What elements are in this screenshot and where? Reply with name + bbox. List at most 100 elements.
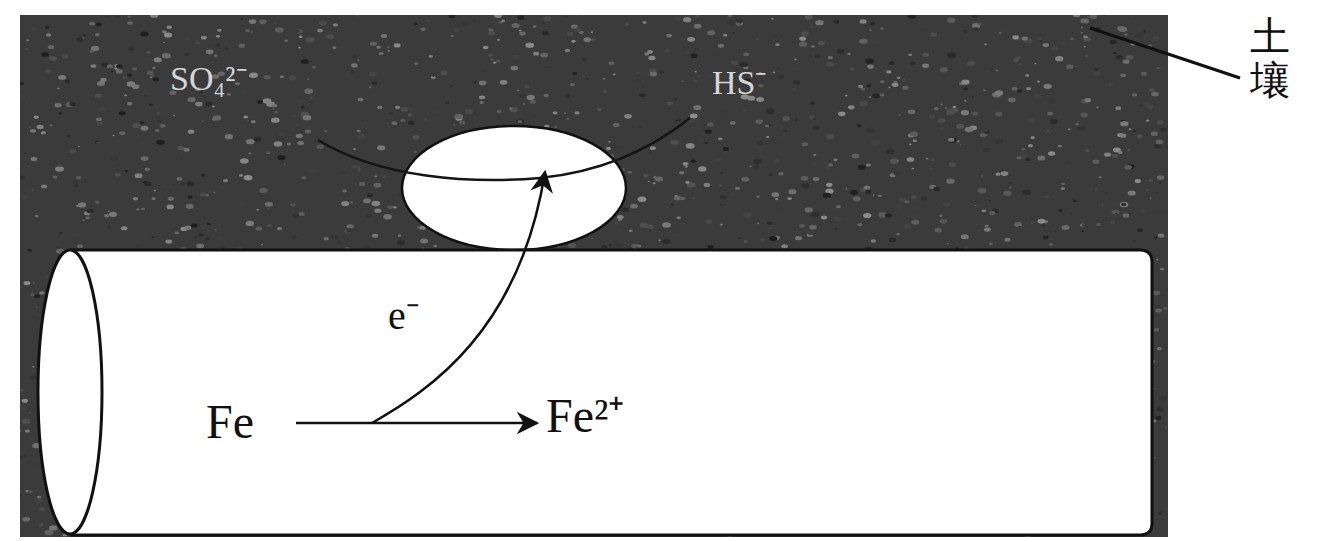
soil-speck	[46, 33, 51, 36]
soil-speck	[1159, 396, 1167, 401]
soil-speck	[940, 219, 948, 224]
soil-speck	[833, 217, 842, 222]
soil-speck	[275, 27, 284, 33]
soil-speck	[517, 119, 524, 124]
soil-speck	[263, 98, 272, 104]
soil-speck	[266, 209, 271, 212]
soil-speck	[591, 31, 594, 33]
soil-speck	[323, 237, 328, 240]
soil-speck	[493, 62, 497, 64]
soil-speck	[1080, 32, 1083, 34]
soil-speck	[267, 224, 272, 227]
soil-speck	[163, 42, 165, 43]
soil-speck	[1087, 16, 1089, 17]
soil-speck	[566, 37, 569, 39]
soil-speck	[1115, 106, 1121, 110]
soil-speck	[1149, 88, 1155, 92]
soil-speck	[960, 144, 962, 145]
soil-speck	[250, 31, 253, 33]
soil-speck	[276, 169, 279, 171]
soil-speck	[365, 213, 372, 217]
soil-speck	[694, 48, 698, 50]
soil-speck	[982, 209, 987, 212]
soil-speck	[1051, 46, 1058, 51]
soil-speck	[284, 164, 286, 165]
soil-speck	[826, 62, 834, 67]
soil-speck	[653, 182, 656, 184]
soil-speck	[1003, 191, 1011, 196]
soil-speck	[136, 208, 139, 210]
soil-speck	[769, 227, 772, 229]
soil-speck	[331, 235, 339, 240]
soil-speck	[124, 94, 127, 96]
soil-speck	[565, 94, 570, 97]
soil-speck	[730, 121, 736, 125]
soil-speck	[427, 20, 431, 22]
soil-speck	[119, 111, 126, 115]
soil-speck	[1156, 416, 1162, 420]
soil-speck	[783, 129, 787, 131]
soil-speck	[683, 17, 691, 22]
soil-speck	[30, 129, 36, 133]
soil-speck	[217, 29, 222, 32]
soil-speck	[195, 41, 200, 44]
soil-speck	[813, 177, 820, 181]
soil-speck	[760, 238, 766, 242]
soil-speck	[1124, 33, 1128, 36]
soil-speck	[147, 71, 154, 75]
soil-speck	[686, 143, 695, 149]
soil-speck	[150, 77, 152, 79]
soil-speck	[929, 176, 938, 181]
soil-speck	[350, 202, 353, 204]
soil-speck	[369, 86, 372, 88]
soil-speck	[301, 59, 309, 64]
soil-speck	[55, 103, 62, 108]
soil-speck	[501, 59, 503, 60]
soil-speck	[107, 64, 113, 68]
soil-speck	[299, 212, 305, 216]
soil-speck	[845, 95, 848, 97]
soil-speck	[1012, 87, 1018, 91]
soil-speck	[408, 114, 413, 117]
soil-speck	[1137, 229, 1142, 232]
soil-speck	[989, 200, 991, 201]
soil-speck	[871, 239, 877, 243]
soil-speck	[134, 173, 142, 178]
soil-speck	[584, 37, 591, 42]
soil-speck	[717, 199, 725, 204]
soil-speck	[1160, 128, 1166, 132]
soil-speck	[1118, 26, 1127, 32]
soil-speck	[821, 216, 827, 220]
soil-speck	[1012, 35, 1019, 39]
soil-speck	[1081, 27, 1083, 28]
soil-speck	[141, 32, 149, 37]
soil-speck	[680, 36, 686, 40]
soil-speck	[984, 227, 991, 231]
soil-speck	[571, 40, 575, 43]
soil-speck	[243, 102, 246, 104]
soil-speck	[1148, 179, 1153, 182]
soil-speck	[324, 130, 327, 132]
soil-speck	[1034, 63, 1036, 64]
soil-speck	[1073, 67, 1075, 68]
soil-speck	[694, 71, 697, 73]
soil-speck	[1071, 199, 1074, 201]
soil-speck	[529, 100, 536, 104]
soil-speck	[342, 190, 347, 193]
soil-speck	[36, 307, 38, 308]
soil-speck	[1050, 119, 1058, 124]
soil-speck	[933, 187, 940, 191]
soil-speck	[718, 44, 724, 48]
soil-speck	[564, 112, 566, 113]
soil-speck	[488, 28, 493, 31]
soil-speck	[655, 176, 663, 181]
soil-speck	[71, 233, 77, 236]
soil-speck	[1156, 67, 1160, 70]
soil-speck	[674, 228, 681, 233]
soil-speck	[387, 46, 390, 48]
soil-speck	[1033, 93, 1042, 98]
soil-speck	[1095, 188, 1098, 190]
soil-speck	[972, 112, 978, 116]
soil-speck	[904, 224, 911, 228]
soil-speck	[338, 241, 341, 243]
